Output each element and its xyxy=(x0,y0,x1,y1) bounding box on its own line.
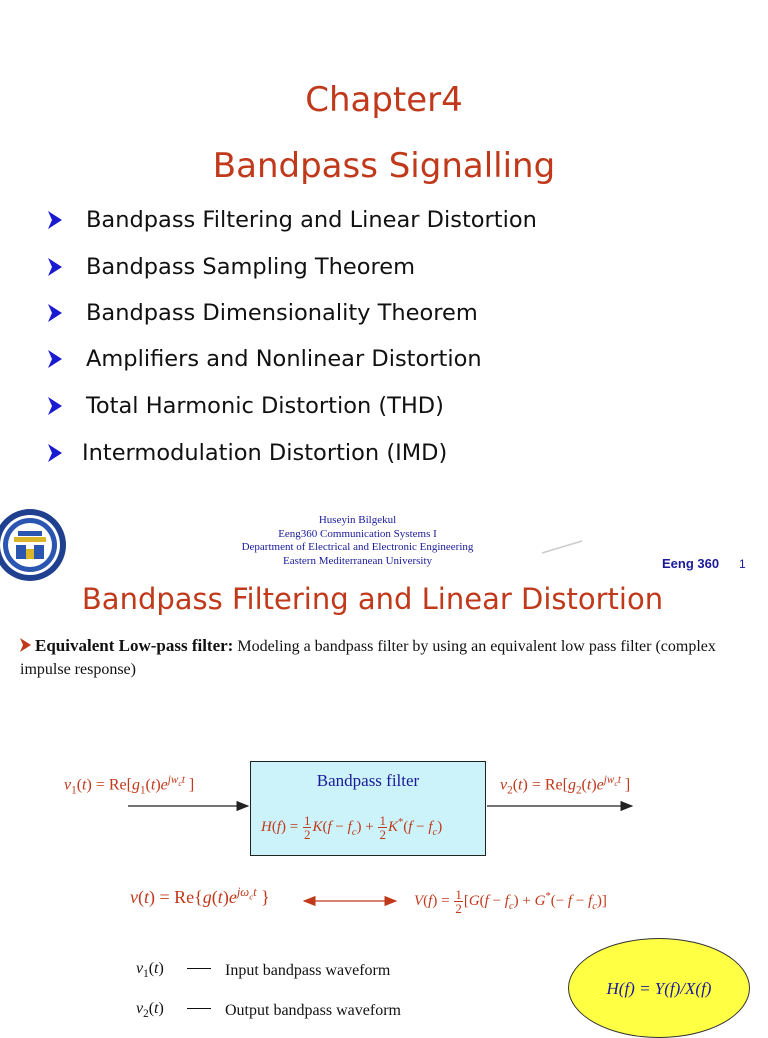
arrow-bullet-icon xyxy=(48,211,62,229)
section-title: Bandpass Filtering and Linear Distortion xyxy=(81,582,664,616)
bullet-item: Bandpass Dimensionality Theorem xyxy=(48,297,478,329)
legend-input-label: Input bandpass waveform xyxy=(225,962,391,979)
intro-paragraph: Equivalent Low-pass filter: Modeling a b… xyxy=(20,634,740,681)
arrow-bullet-icon xyxy=(48,304,62,322)
legend-dash xyxy=(187,968,211,970)
transfer-ratio-text: H(f) = Y(f)/X(f) xyxy=(606,979,712,998)
legend-symbol-input: v1(t) xyxy=(136,960,164,981)
course-name: Eeng360 Communication Systems I xyxy=(278,527,437,540)
bullet-item: Total Harmonic Distortion (THD) xyxy=(48,390,444,422)
input-signal-equation: v1(t) = Re[g1(t)ejwct ] xyxy=(64,774,195,797)
filter-block-label: Bandpass filter xyxy=(316,771,420,790)
bullet-text: Bandpass Sampling Theorem xyxy=(86,254,416,280)
bullet-text: Amplifiers and Nonlinear Distortion xyxy=(86,346,482,372)
chapter-title: Chapter4 xyxy=(305,80,463,120)
bullet-item: Amplifiers and Nonlinear Distortion xyxy=(48,343,482,375)
page-number: 1 xyxy=(739,557,746,571)
intro-description: Modeling a bandpass filter by using an e… xyxy=(20,638,716,678)
output-signal-equation: v2(t) = Re[g2(t)ejwct ] xyxy=(500,774,631,797)
decorative-stroke xyxy=(541,540,583,554)
department-name: Department of Electrical and Electronic … xyxy=(241,541,474,553)
bullet-text: Total Harmonic Distortion (THD) xyxy=(86,393,444,419)
bullet-text: Bandpass Filtering and Linear Distortion xyxy=(86,207,537,233)
legend-symbol-output: v2(t) xyxy=(136,1000,164,1021)
legend-dash xyxy=(187,1008,211,1010)
arrow-bullet-icon xyxy=(48,397,62,415)
transfer-ratio-callout: H(f) = Y(f)/X(f) xyxy=(568,938,750,1038)
arrow-bullet-icon xyxy=(48,444,62,462)
university-seal-icon xyxy=(0,509,66,581)
bullet-item: Bandpass Sampling Theorem xyxy=(48,251,415,283)
bullet-item: Bandpass Filtering and Linear Distortion xyxy=(48,204,537,236)
university-name: Eastern Mediterranean University xyxy=(282,554,433,567)
slide-footer-credit: Huseyin Bilgekul Eeng360 Communication S… xyxy=(205,514,510,568)
bullet-text: Bandpass Dimensionality Theorem xyxy=(86,300,478,326)
arrow-bullet-icon xyxy=(20,638,31,652)
legend-output-label: Output bandpass waveform xyxy=(225,1002,401,1019)
bullet-text: Intermodulation Distortion (IMD) xyxy=(82,440,448,466)
arrow-bullet-icon xyxy=(48,350,62,368)
intro-term: Equivalent Low-pass filter: xyxy=(35,636,234,655)
bullet-item: Intermodulation Distortion (IMD) xyxy=(48,437,447,469)
arrow-bullet-icon xyxy=(48,258,62,276)
chapter-subtitle: Bandpass Signalling xyxy=(212,146,556,186)
author-name: Huseyin Bilgekul xyxy=(318,514,397,526)
course-tag: Eeng 360 xyxy=(662,556,720,571)
time-domain-equation: v(t) = Re{g(t)ejωct } xyxy=(130,885,270,907)
